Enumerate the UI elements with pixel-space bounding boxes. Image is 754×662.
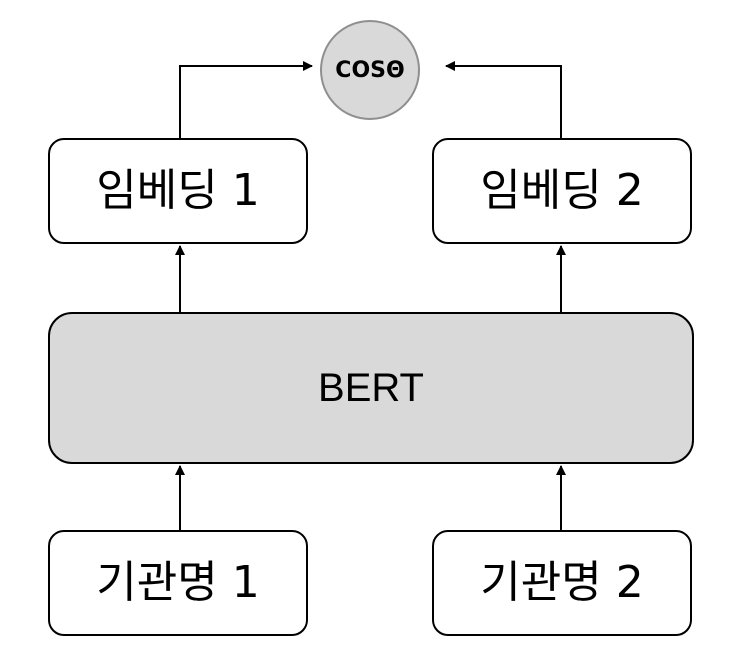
bert-encoder-box: BERT [48, 312, 694, 464]
input-left-box: 기관명 1 [48, 530, 308, 636]
embedding-left-box: 임베딩 1 [48, 138, 308, 244]
input-right-box: 기관명 2 [432, 530, 692, 636]
embedding-right-box: 임베딩 2 [432, 138, 692, 244]
cosine-similarity-label: COSΘ [335, 57, 405, 83]
input-right-label: 기관명 2 [480, 557, 644, 608]
embedding-left-label: 임베딩 1 [96, 165, 260, 216]
input-left-label: 기관명 1 [96, 557, 260, 608]
arrow-embedding-left-to-cosine [179, 61, 313, 138]
bert-encoder-label: BERT [318, 366, 424, 410]
cosine-similarity-node: COSΘ [320, 20, 420, 120]
arrow-embedding-right-to-cosine [445, 61, 562, 138]
embedding-right-label: 임베딩 2 [480, 165, 644, 216]
